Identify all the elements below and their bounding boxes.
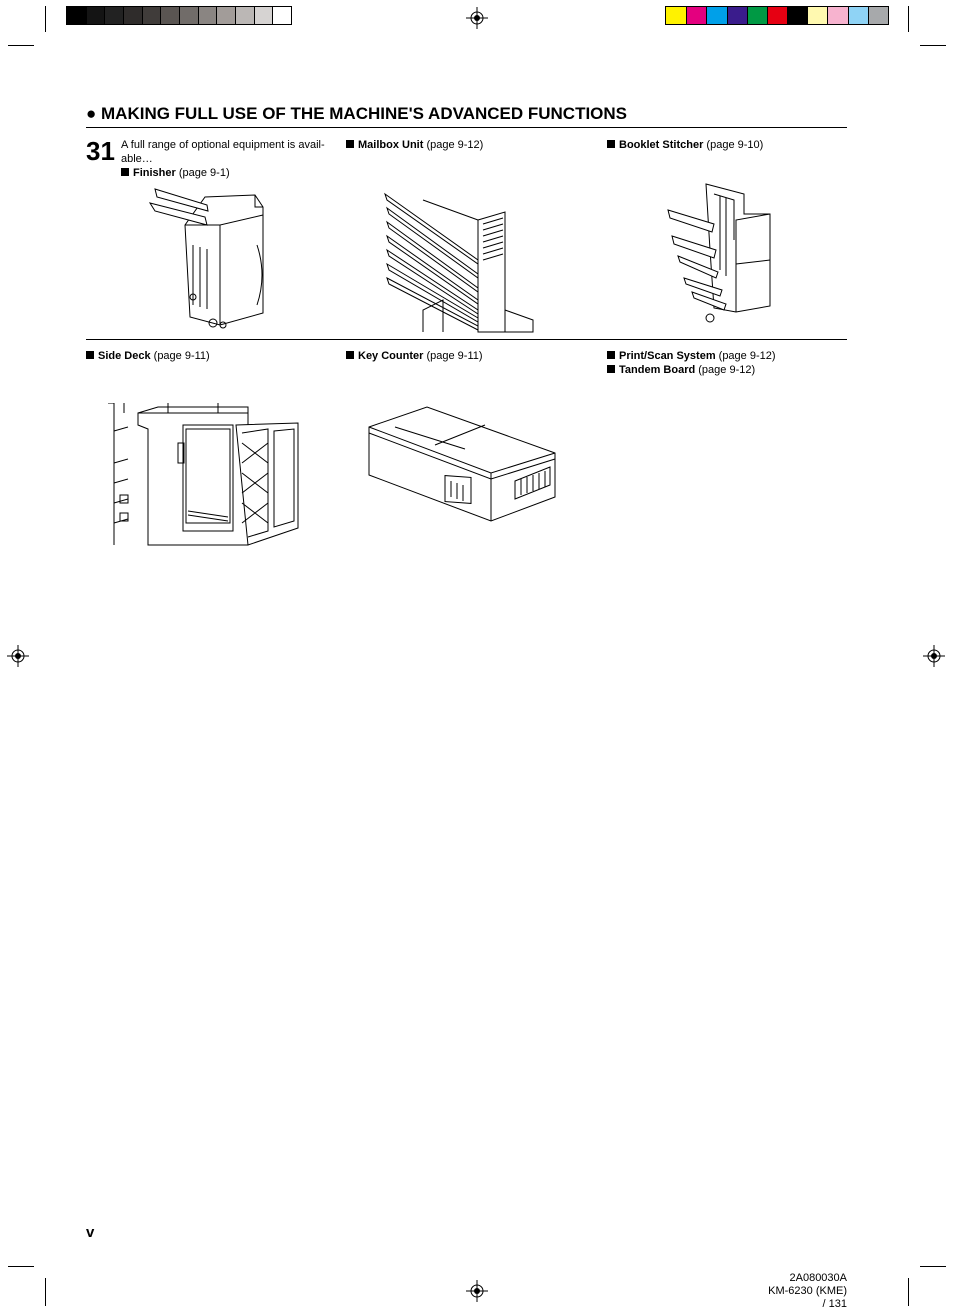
heading-text: MAKING FULL USE OF THE MACHINE'S ADVANCE… xyxy=(101,104,628,123)
section-heading: ● MAKING FULL USE OF THE MACHINE'S ADVAN… xyxy=(86,104,627,124)
page-label: v xyxy=(86,1224,95,1241)
footer-code: 2A080030A xyxy=(789,1272,848,1284)
key-counter-label: Key Counter (page 9-11) xyxy=(346,349,483,363)
color-swatch xyxy=(726,7,747,24)
row-divider xyxy=(86,339,847,340)
square-bullet-icon xyxy=(607,351,615,359)
color-swatch xyxy=(746,7,767,24)
finisher-illustration xyxy=(148,188,264,329)
side-deck-illustration xyxy=(108,403,299,546)
mailbox-label: Mailbox Unit (page 9-12) xyxy=(346,138,483,152)
intro-text: A full range of optional equipment is av… xyxy=(121,138,336,166)
tandem-label: Tandem Board (page 9-12) xyxy=(607,363,755,377)
gray-swatch xyxy=(85,7,105,24)
gray-swatch xyxy=(272,7,291,24)
booklet-label: Booklet Stitcher (page 9-10) xyxy=(607,138,763,152)
registration-mark-top-icon xyxy=(466,7,488,29)
gray-swatch xyxy=(67,7,86,24)
grayscale-color-bar xyxy=(66,6,292,25)
square-bullet-icon xyxy=(607,140,615,148)
square-bullet-icon xyxy=(86,351,94,359)
color-swatch xyxy=(666,7,687,24)
footer-info: 2A080030A KM-6230 (KME) / 131 xyxy=(768,1272,847,1311)
process-color-bar xyxy=(665,6,889,25)
gray-swatch xyxy=(197,7,217,24)
square-bullet-icon xyxy=(346,351,354,359)
color-swatch xyxy=(847,7,868,24)
color-swatch xyxy=(766,7,788,24)
gray-swatch xyxy=(253,7,273,24)
booklet-stitcher-illustration xyxy=(667,183,771,323)
footer-model: KM-6230 (KME) xyxy=(768,1285,847,1297)
gray-swatch xyxy=(123,7,142,24)
square-bullet-icon xyxy=(607,365,615,373)
color-swatch xyxy=(787,7,808,24)
gray-swatch xyxy=(179,7,198,24)
gray-swatch xyxy=(235,7,254,24)
intro-line-2: able… xyxy=(121,153,153,165)
key-counter-illustration xyxy=(368,406,556,522)
heading-bullet-icon: ● xyxy=(86,104,97,123)
registration-mark-bottom-icon xyxy=(466,1280,488,1302)
color-swatch xyxy=(686,7,707,24)
side-deck-label: Side Deck (page 9-11) xyxy=(86,349,210,363)
gray-swatch xyxy=(160,7,179,24)
intro-line-1: A full range of optional equipment is av… xyxy=(121,139,325,151)
color-swatch xyxy=(827,7,848,24)
gray-swatch xyxy=(216,7,235,24)
section-number: 31 xyxy=(86,136,115,166)
footer-page: / 131 xyxy=(822,1298,847,1310)
registration-mark-left-icon xyxy=(7,645,29,667)
print-scan-label: Print/Scan System (page 9-12) xyxy=(607,349,776,363)
gray-swatch xyxy=(104,7,123,24)
registration-mark-right-icon xyxy=(923,645,945,667)
mailbox-illustration xyxy=(384,192,534,333)
square-bullet-icon xyxy=(346,140,354,148)
finisher-label: Finisher (page 9-1) xyxy=(121,166,230,180)
color-swatch xyxy=(867,7,888,24)
gray-swatch xyxy=(141,7,161,24)
color-swatch xyxy=(807,7,828,24)
square-bullet-icon xyxy=(121,168,129,176)
color-swatch xyxy=(706,7,727,24)
heading-rule xyxy=(86,127,847,128)
